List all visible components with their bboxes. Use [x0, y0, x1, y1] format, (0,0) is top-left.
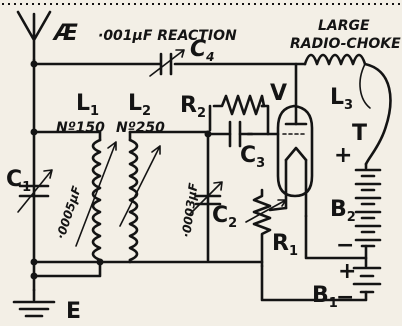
battery-b1	[352, 244, 382, 294]
choke-label-line1: LARGE	[318, 18, 370, 34]
b2-label: B2	[330, 197, 356, 225]
aerial-label: Æ	[52, 21, 78, 46]
aerial-symbol	[16, 10, 52, 62]
valve-v	[246, 62, 314, 218]
r2-label: R2	[180, 93, 206, 121]
battery-b2	[354, 168, 382, 248]
grid-capacitor-c3	[206, 120, 254, 148]
junction-dot	[204, 130, 212, 138]
l2-turns: Nº250	[116, 120, 165, 136]
junction-dot	[30, 128, 38, 136]
tuning-capacitor-c2	[189, 181, 223, 215]
valve-label: V	[270, 81, 287, 106]
junction-dot	[30, 258, 38, 266]
junction-dot	[96, 258, 104, 266]
b1-plus: +	[338, 259, 356, 284]
junction-dot	[30, 60, 38, 68]
junction-dot	[30, 272, 38, 280]
c4-label: C4	[190, 37, 215, 64]
reaction-capacitor-c4	[149, 49, 185, 77]
l1-label: L1	[76, 91, 99, 119]
c2-value: ·0003μF	[179, 181, 201, 238]
filament-positive-wire	[304, 214, 368, 260]
grid-leak-r2	[212, 94, 266, 116]
l1-turns: Nº150	[56, 120, 105, 136]
l2-label: L2	[128, 91, 151, 119]
telephone-loop	[359, 63, 371, 109]
c2-label: C2	[212, 203, 237, 231]
radio-choke-l3	[303, 53, 367, 66]
reaction-value: ·001μF REACTION	[98, 28, 237, 44]
b1-label: B1	[312, 283, 338, 311]
b1-minus: −	[336, 285, 354, 310]
c1-value: ·0005μF	[54, 184, 85, 241]
l3-label: L3	[330, 85, 353, 113]
b2-minus: −	[336, 233, 354, 258]
telephone-label: T	[352, 121, 367, 146]
c3-label: C3	[240, 143, 265, 171]
r2-wire	[208, 104, 270, 136]
filament-rheostat-r1	[245, 188, 288, 268]
grid-coil-l2	[119, 130, 161, 264]
earth-label: E	[66, 299, 81, 324]
b2-plus: +	[334, 143, 352, 168]
choke-label-line2: RADIO-CHOKE	[290, 36, 401, 52]
filament-negative-wire	[260, 264, 368, 302]
c1-label: C1	[6, 167, 31, 195]
r1-label: R1	[272, 231, 298, 259]
earth-symbol	[12, 288, 56, 318]
aerial-capacitor-c1	[17, 169, 53, 213]
telephone-leads	[363, 62, 392, 166]
